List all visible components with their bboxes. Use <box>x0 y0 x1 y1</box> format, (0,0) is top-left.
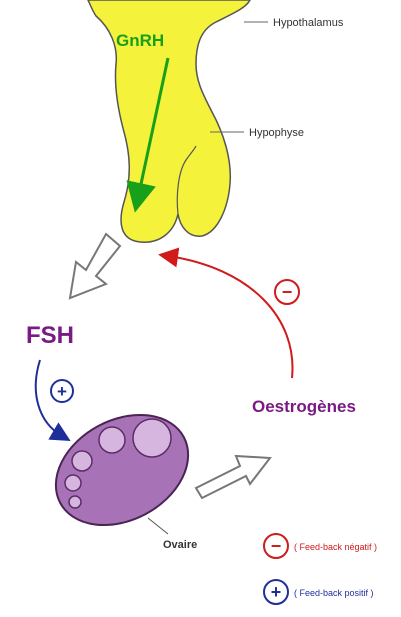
fsh-release-arrow <box>70 234 120 298</box>
follicle-medium <box>99 427 125 453</box>
hypothalamus-hypophyse-gland <box>88 0 250 242</box>
positive-feedback-symbol: + <box>57 382 67 401</box>
ovaire-pointer-line <box>148 518 168 534</box>
negative-feedback-arrow <box>168 256 293 378</box>
gnrh-label: GnRH <box>116 31 164 50</box>
ovary <box>37 393 208 547</box>
follicle-small <box>72 451 92 471</box>
follicle-large <box>133 419 171 457</box>
oestrogenes-label: Oestrogènes <box>252 397 356 416</box>
hypothalamus-label: Hypothalamus <box>273 17 344 29</box>
legend-positive-text: ( Feed-back positif ) <box>294 588 374 598</box>
legend-negative-symbol: − <box>271 536 282 556</box>
ovaire-label: Ovaire <box>163 539 197 551</box>
legend: − ( Feed-back négatif ) + ( Feed-back po… <box>264 534 377 604</box>
legend-positive-symbol: + <box>271 582 282 602</box>
negative-feedback-symbol: − <box>282 282 293 302</box>
fsh-label: FSH <box>26 322 74 349</box>
hypophyse-label: Hypophyse <box>249 127 304 139</box>
oestrogen-release-arrow <box>196 456 270 498</box>
follicle-smaller <box>65 475 81 491</box>
follicle-smallest <box>69 496 81 508</box>
legend-negative-text: ( Feed-back négatif ) <box>294 542 377 552</box>
